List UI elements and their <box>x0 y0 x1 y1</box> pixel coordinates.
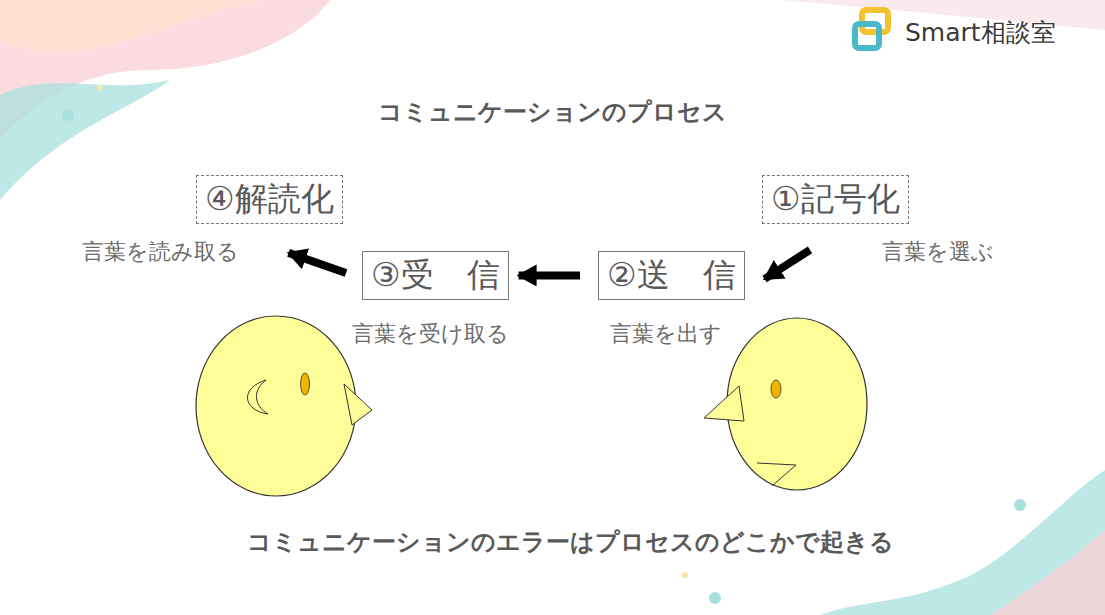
logo-text: Smart相談室 <box>905 16 1056 49</box>
dot <box>682 572 688 578</box>
diagram-caption: コミュニケーションのエラーはプロセスのどこかで起きる <box>0 526 1105 558</box>
step-box: ②送 信 <box>598 251 745 300</box>
dot <box>1014 499 1026 511</box>
wave-teal <box>0 0 270 53</box>
dot <box>62 109 74 121</box>
chick-beak <box>704 386 744 421</box>
chick-beak <box>344 384 372 425</box>
wave-bottom-right-pink <box>990 530 1105 615</box>
step-description: 言葉を選ぶ <box>882 237 994 267</box>
wave-teal-2 <box>0 80 170 200</box>
dot <box>97 85 103 91</box>
chick-eye <box>301 373 310 395</box>
step-box: ③受 信 <box>362 251 509 300</box>
chick-eye <box>771 380 781 398</box>
step-box: ④解読化 <box>196 175 343 224</box>
chick-mouth <box>757 463 796 486</box>
process-step: ②送 信言葉を出す <box>598 251 745 300</box>
process-step: ③受 信言葉を受け取る <box>362 251 509 300</box>
process-step: ①記号化言葉を選ぶ <box>762 175 909 224</box>
logo-icon <box>855 24 879 48</box>
step-description: 言葉を読み取る <box>82 237 239 267</box>
flow-arrow <box>765 250 810 279</box>
flow-arrow <box>289 253 346 273</box>
step-description: 言葉を受け取る <box>352 319 509 349</box>
chick-body <box>196 316 356 496</box>
process-step: ④解読化言葉を読み取る <box>196 175 343 224</box>
flow-arrow <box>519 271 580 279</box>
dot <box>709 592 721 604</box>
chick-body <box>727 318 867 490</box>
chick-closed-eye <box>247 380 268 414</box>
diagram-title: コミュニケーションのプロセス <box>0 96 1105 128</box>
step-box: ①記号化 <box>762 175 909 224</box>
step-description: 言葉を出す <box>610 319 722 349</box>
